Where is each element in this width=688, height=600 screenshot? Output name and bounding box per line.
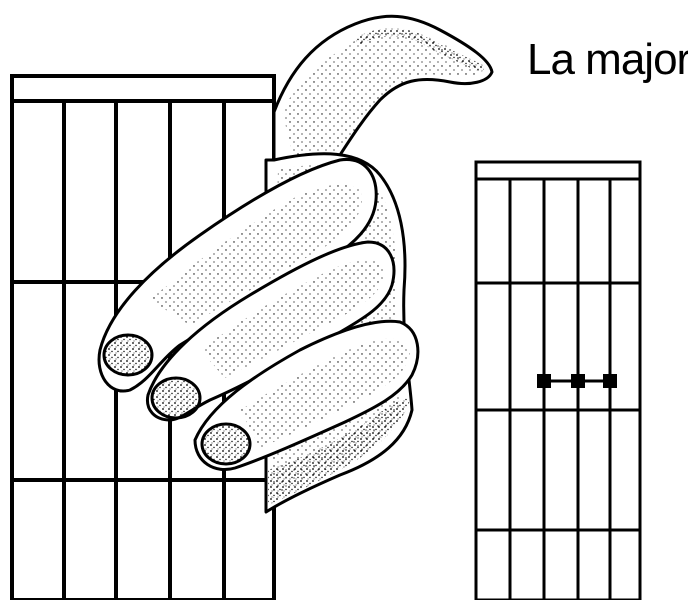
- middle-fingertip: [150, 376, 202, 420]
- ring-fingertip: [200, 422, 252, 466]
- diagram-outline: [474, 160, 642, 600]
- chord-title: La major: [527, 35, 688, 84]
- index-fingertip: [102, 333, 154, 377]
- finger-dot: [571, 374, 585, 388]
- finger-dot: [537, 374, 551, 388]
- chord-diagram: [474, 160, 642, 600]
- hand-on-fretboard-icon: [97, 14, 494, 514]
- finger-dot: [603, 374, 617, 388]
